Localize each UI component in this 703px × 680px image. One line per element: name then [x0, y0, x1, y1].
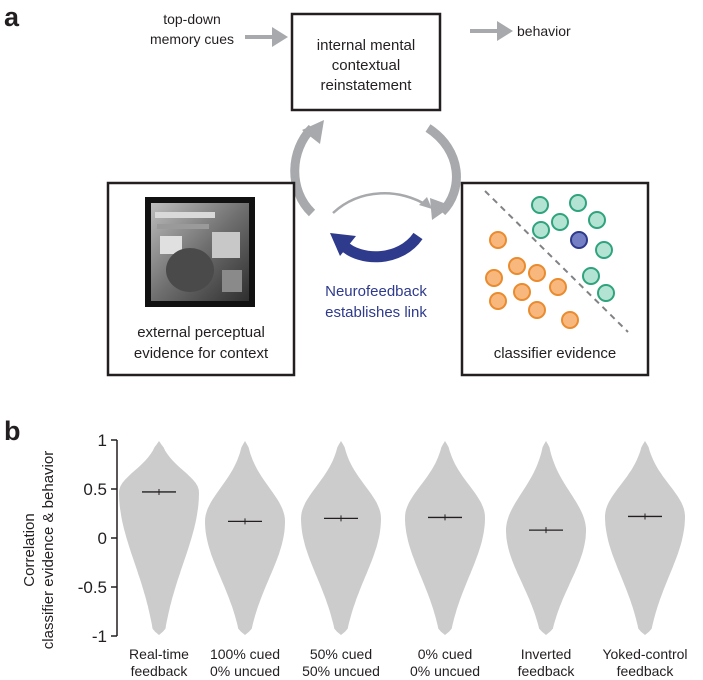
panel-letter-b: b	[4, 416, 21, 446]
violin-2	[205, 441, 285, 635]
category-label-3-line-2: 50% uncued	[302, 663, 380, 679]
y-tick-label: -0.5	[78, 578, 107, 597]
arrow-cues-to-box	[245, 27, 288, 47]
y-axis-title: Correlation classifier evidence & behavi…	[21, 451, 57, 649]
category-label-5-line-1: Inverted	[521, 646, 572, 662]
current-sample-dot	[570, 231, 588, 249]
category-label-4-line-1: 0% cued	[418, 646, 472, 662]
category-label-2-line-2: 0% uncued	[210, 663, 280, 679]
category-label-6-line-1: Yoked-control	[602, 646, 687, 662]
y-tick-label: 1	[98, 431, 107, 450]
y-tick-label: 0	[98, 529, 107, 548]
category-label-1-line-2: feedback	[131, 663, 189, 679]
perceptual-caption-1: external perceptual	[137, 324, 265, 341]
violin-6	[605, 441, 685, 635]
feedback-thin-arrow	[332, 192, 429, 214]
y-axis-title-2: classifier evidence & behavior	[40, 451, 57, 649]
violin-1	[119, 441, 199, 635]
y-tick-label: 0.5	[83, 480, 107, 499]
feedback-thin-arrow-head	[419, 197, 432, 209]
memory-cues-label-1: top-down	[163, 11, 221, 27]
reinstatement-line-1: internal mental	[317, 37, 415, 54]
context-photo	[145, 197, 255, 307]
category-label-3-line-1: 50% cued	[310, 646, 372, 662]
neurofeedback-line-2: establishes link	[325, 304, 427, 321]
loop-arrow-right-head	[430, 198, 452, 220]
y-tick-label: -1	[92, 627, 107, 646]
category-label-1-line-1: Real-time	[129, 646, 189, 662]
memory-cues-label-2: memory cues	[150, 31, 234, 47]
behavior-label: behavior	[517, 23, 571, 39]
perceptual-caption-2: evidence for context	[134, 345, 269, 362]
y-axis-title-1: Correlation	[21, 513, 38, 586]
loop-arrow-left	[290, 124, 316, 217]
category-label-5-line-2: feedback	[518, 663, 576, 679]
loop-arrow-left-head	[302, 120, 324, 144]
neurofeedback-arrow-head	[330, 233, 356, 256]
classifier-caption: classifier evidence	[494, 345, 617, 362]
neurofeedback-line-1: Neurofeedback	[325, 283, 427, 300]
arrow-box-to-behavior	[470, 21, 513, 41]
category-label-2-line-1: 100% cued	[210, 646, 280, 662]
reinstatement-line-3: reinstatement	[321, 77, 413, 94]
panel-letter-a: a	[4, 2, 20, 32]
neurofeedback-arrow	[339, 232, 423, 263]
reinstatement-box	[290, 12, 442, 112]
violin-4	[405, 441, 485, 635]
loop-arrow-right	[425, 124, 461, 216]
violin-5	[506, 441, 586, 635]
decision-boundary	[484, 190, 629, 333]
violin-3	[301, 441, 381, 635]
reinstatement-line-2: contextual	[332, 57, 400, 74]
category-label-6-line-2: feedback	[617, 663, 675, 679]
orange-class-dots	[485, 231, 579, 329]
category-label-4-line-2: 0% uncued	[410, 663, 480, 679]
green-class-dots	[531, 194, 615, 302]
